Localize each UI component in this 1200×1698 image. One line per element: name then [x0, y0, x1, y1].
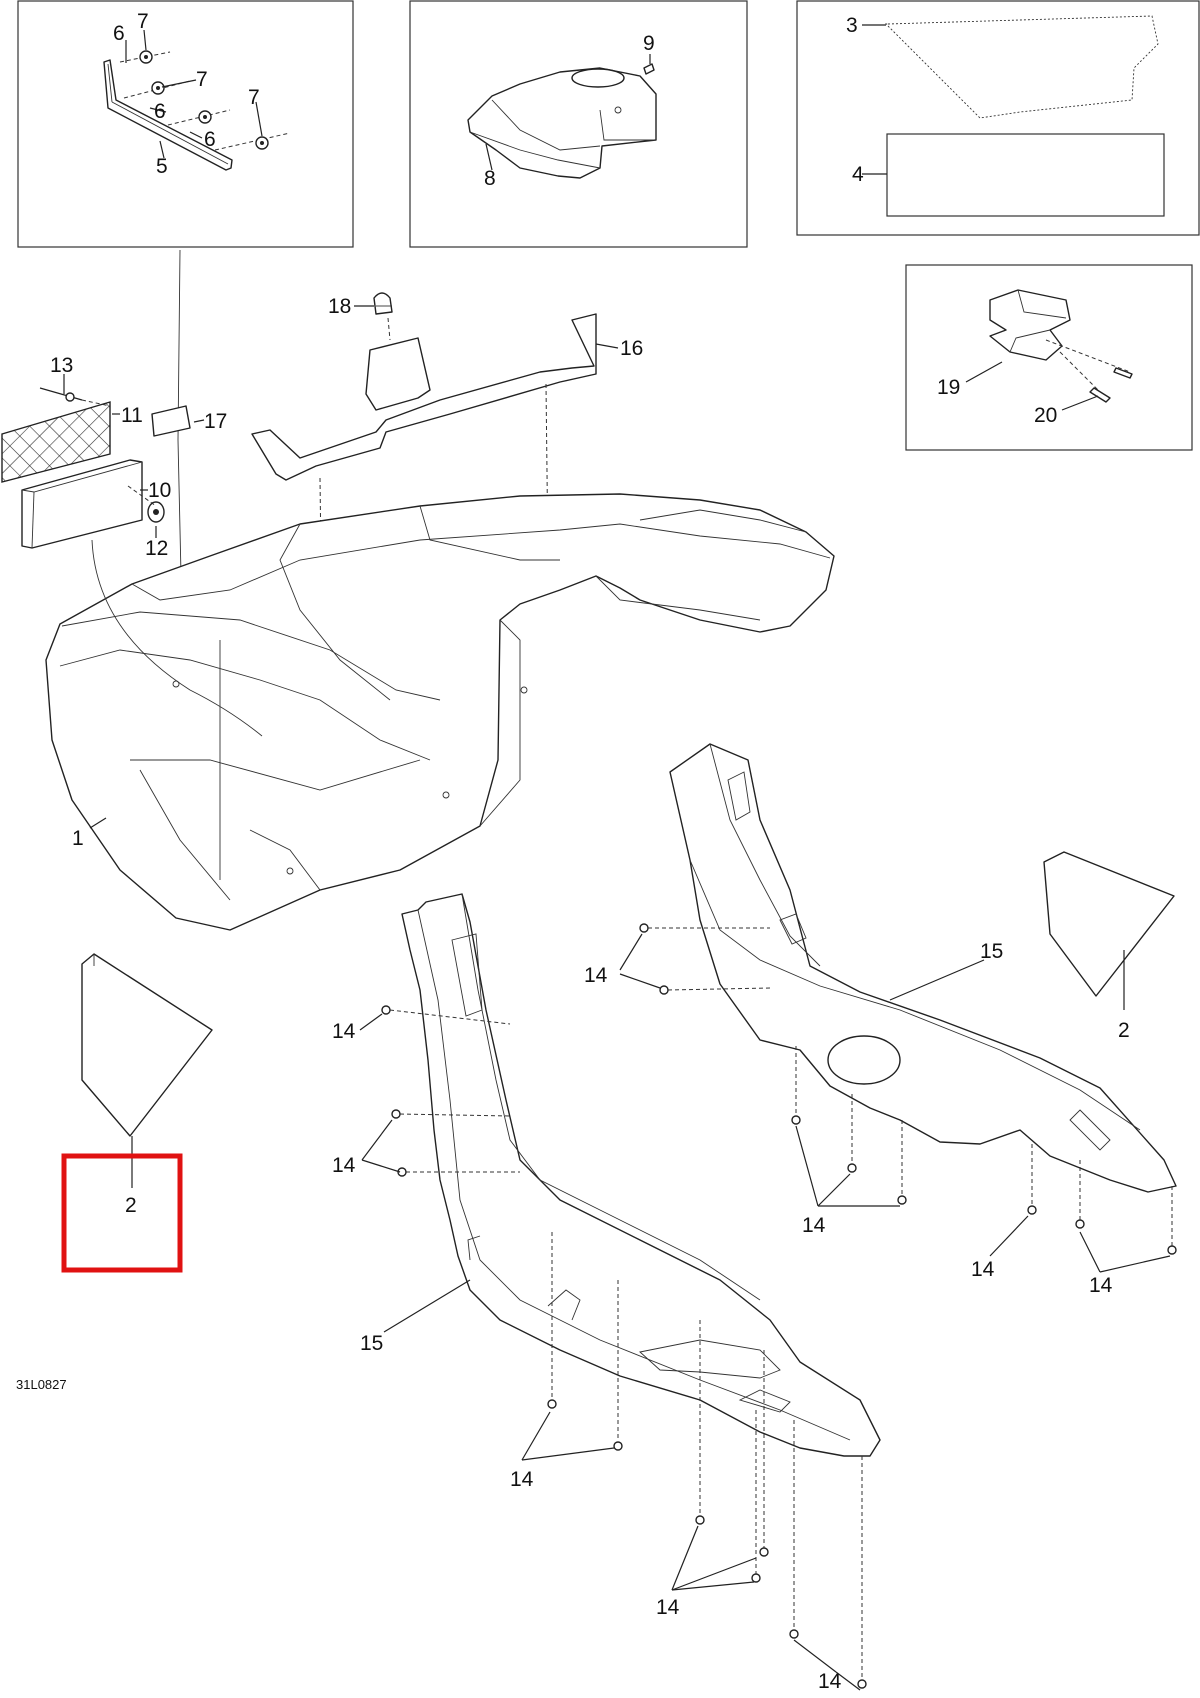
- callout-7c: 7: [248, 86, 260, 109]
- leader-8: [485, 143, 493, 171]
- callout-1: 1: [72, 827, 84, 850]
- callout-7b: 7: [196, 68, 208, 91]
- leader-19: [965, 361, 1003, 383]
- drawing-code: 31L0827: [16, 1377, 67, 1392]
- part-4-label: [886, 133, 1165, 217]
- callout-19: 19: [937, 376, 960, 399]
- part-20-bolts: [1045, 339, 1133, 403]
- callout-14-c: 14: [971, 1258, 995, 1281]
- callout-11: 11: [121, 404, 143, 427]
- callout-3: 3: [846, 14, 858, 37]
- leader-1: [89, 817, 107, 829]
- callout-14-h: 14: [656, 1596, 680, 1619]
- callout-4: 4: [852, 163, 864, 186]
- part-5-strip: [103, 59, 233, 171]
- callout-6c: 6: [204, 128, 216, 151]
- callout-6b: 6: [154, 100, 166, 123]
- part-2-right-panel: [1043, 851, 1175, 997]
- leader-20: [1061, 395, 1099, 411]
- part-11-mesh: [1, 401, 111, 483]
- callout-18: 18: [328, 295, 351, 318]
- callout-2-right: 2: [1118, 1019, 1130, 1042]
- part-18-plug: [373, 292, 393, 315]
- part-1-body: [45, 493, 835, 931]
- part-13-pin: [39, 387, 111, 407]
- callout-14-d: 14: [1089, 1274, 1113, 1297]
- part-17-pad: [151, 405, 191, 437]
- lower-panel-leaders: [359, 1013, 861, 1691]
- callout-13: 13: [50, 354, 73, 377]
- part-6-7-fasteners: [119, 50, 291, 151]
- part-10-foam: [21, 459, 143, 549]
- callout-9: 9: [643, 32, 655, 55]
- highlight-box: [61, 1153, 183, 1273]
- callout-14-f: 14: [332, 1154, 356, 1177]
- upper-leaders: [63, 305, 619, 538]
- inset1-leaders: [125, 29, 263, 159]
- inset-box-clip: [905, 264, 1193, 451]
- link-line-inset1: [177, 249, 183, 621]
- part-19-clip: [989, 289, 1071, 361]
- callout-6a: 6: [113, 22, 125, 45]
- inset-box-decals: [796, 0, 1200, 236]
- part-12-washer: [127, 485, 165, 523]
- link-line-foam: [91, 539, 263, 737]
- lower-panel-fasteners: [381, 1005, 867, 1689]
- callout-20: 20: [1034, 404, 1057, 427]
- callout-14-a: 14: [584, 964, 608, 987]
- callout-8: 8: [484, 167, 496, 190]
- inset-box-cover: [409, 0, 748, 248]
- callout-15-right: 15: [980, 940, 1003, 963]
- part-2-left-panel: [81, 953, 213, 1137]
- right-panel-fasteners: [639, 923, 1177, 1255]
- callout-14-e: 14: [332, 1020, 356, 1043]
- part-15-lower-panel: [401, 893, 881, 1457]
- part-15-right-panel: [669, 743, 1177, 1193]
- callout-14-i: 14: [818, 1670, 842, 1693]
- right-panel-leaders: [619, 933, 1171, 1273]
- callout-14-g: 14: [510, 1468, 534, 1491]
- callout-5: 5: [156, 155, 168, 178]
- part-9-screw: [643, 54, 655, 75]
- inset-box-deflector: [17, 0, 354, 248]
- callout-16: 16: [620, 337, 643, 360]
- callout-10: 10: [148, 479, 171, 502]
- callout-2-left: 2: [125, 1194, 137, 1217]
- callout-17: 17: [204, 410, 227, 433]
- part-8-cover: [467, 67, 657, 179]
- callout-7a: 7: [137, 10, 149, 33]
- callout-14-b: 14: [802, 1214, 826, 1237]
- callout-12: 12: [145, 537, 168, 560]
- part-3-decal: [884, 15, 1159, 119]
- callout-15-lower: 15: [360, 1332, 383, 1355]
